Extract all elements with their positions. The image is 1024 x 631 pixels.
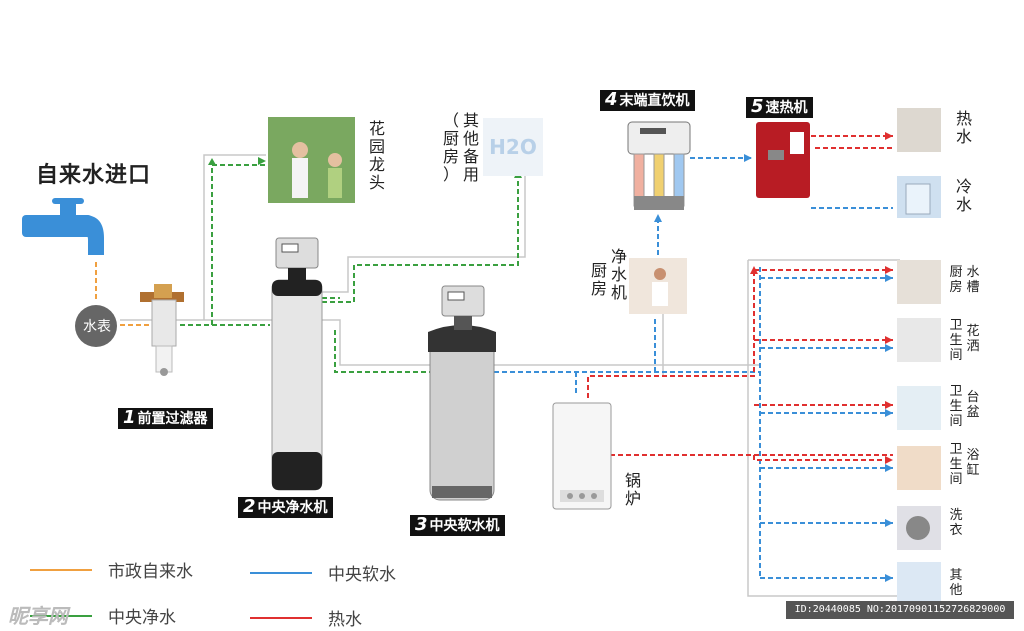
watermark: 昵享网 xyxy=(8,604,68,628)
water-meter-label: 水表 xyxy=(83,319,111,335)
faucet-icon xyxy=(22,198,104,255)
central-softener-label: 中央软水机 xyxy=(429,518,500,534)
cold-water-label: 冷水 xyxy=(955,177,972,214)
terminal-drinker-device xyxy=(627,121,691,210)
legend-swatch xyxy=(250,616,312,619)
garden-photo xyxy=(268,117,355,203)
legend-swatch xyxy=(30,614,92,617)
hot-water-label: 热水 xyxy=(955,109,972,146)
prefilter-num: 1 xyxy=(123,407,136,428)
kitchen-purifier-photo xyxy=(629,258,687,314)
kitchen-purifier-name: 净水机 xyxy=(610,247,627,302)
grey-pipes xyxy=(120,154,900,597)
outlet-name: 水槽 xyxy=(966,265,980,295)
instant-heater-device xyxy=(756,122,810,198)
outlet-photos xyxy=(897,108,941,602)
kitchen-other-label: 其他备用 xyxy=(462,111,479,184)
legend-swatch xyxy=(250,571,312,574)
central-softener-num: 3 xyxy=(415,514,428,535)
legend-label: 市政自来水 xyxy=(108,562,193,582)
softened-arrows xyxy=(654,154,893,582)
kitchen-purifier-place: 厨房 xyxy=(590,261,607,298)
outlet-name: 台盆 xyxy=(966,390,980,420)
legend-item: 市政自来水 xyxy=(30,557,193,582)
outlet-place: 厨房 xyxy=(949,265,963,295)
svg-text:H2O: H2O xyxy=(489,135,537,159)
legend-item: 热水 xyxy=(250,605,362,630)
outlet-name: 浴缸 xyxy=(966,448,980,478)
legend-label: 中央软水 xyxy=(328,565,396,585)
municipal-water-pipe xyxy=(95,262,150,326)
hot-arrows xyxy=(750,132,893,464)
central-softener-device xyxy=(428,285,496,501)
legend-item: 中央软水 xyxy=(250,560,396,585)
h2o-photo: H2O xyxy=(483,118,543,176)
legend-swatch xyxy=(30,568,92,571)
boiler-device xyxy=(552,402,612,510)
prefilter-device xyxy=(140,284,184,376)
central-purifier-num: 2 xyxy=(243,496,256,517)
central-purifier-device xyxy=(271,237,323,491)
terminal-drinker-label: 末端直饮机 xyxy=(619,93,690,109)
outlet-place: 卫生间 xyxy=(949,384,963,429)
image-id-bar: ID:20440085 NO:20170901152726829000 xyxy=(786,601,1014,619)
outlet-name: 花洒 xyxy=(966,324,980,354)
prefilter-label: 前置过滤器 xyxy=(137,411,208,427)
legend-label: 热水 xyxy=(328,610,362,630)
instant-heater-num: 5 xyxy=(751,96,764,117)
instant-heater-label: 速热机 xyxy=(765,100,808,116)
hot-water-pipe xyxy=(587,135,893,461)
softened-water-pipe xyxy=(494,157,893,579)
garden-tap-label: 花园龙头 xyxy=(368,119,385,192)
legend-label: 中央净水 xyxy=(108,608,176,628)
legend-item: 中央净水 xyxy=(30,603,176,628)
terminal-drinker-num: 4 xyxy=(605,89,618,110)
kitchen-other-paren: （厨房） xyxy=(442,111,459,184)
outlet-name: 洗衣 xyxy=(949,508,963,538)
boiler-label: 锅炉 xyxy=(624,471,641,508)
diagram-title: 自来水进口 xyxy=(36,163,152,188)
outlet-name: 其他 xyxy=(949,568,963,598)
outlet-place: 卫生间 xyxy=(949,442,963,487)
central-purifier-label: 中央净水机 xyxy=(257,500,328,516)
outlet-place: 卫生间 xyxy=(949,318,963,363)
water-meter-icon xyxy=(75,305,117,347)
